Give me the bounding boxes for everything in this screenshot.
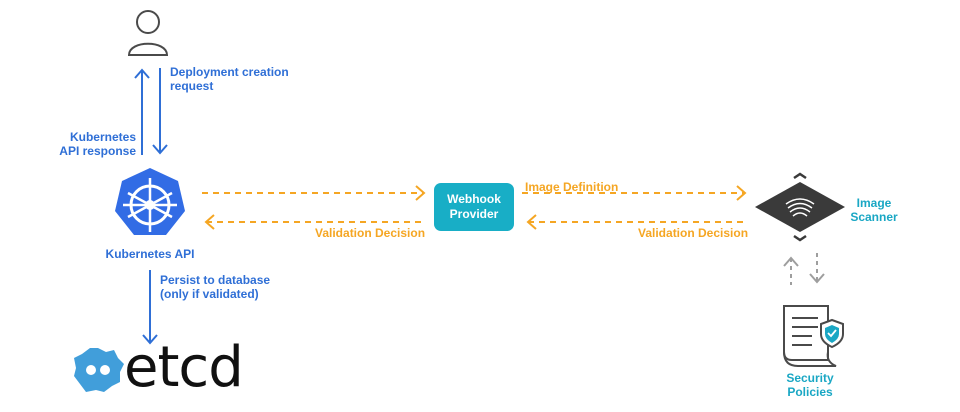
api-response-line1: Kubernetes [69, 130, 136, 144]
request-response-arrows [134, 68, 168, 155]
persist-label: Persist to database (only if validated) [160, 273, 270, 301]
validation-decision-left-label: Validation Decision [315, 226, 426, 240]
persist-line2: (only if validated) [160, 287, 259, 301]
webhook-line2: Provider [449, 207, 499, 221]
k8s-to-webhook-arrowhead [415, 185, 426, 201]
security-policies-line1: Security [786, 371, 834, 385]
user-icon [127, 10, 169, 56]
shield-check-icon [820, 318, 844, 349]
kubernetes-api-label: Kubernetes API [105, 247, 195, 261]
persist-arrow [142, 270, 158, 345]
kubernetes-helm-icon [115, 168, 185, 235]
deployment-request-label: Deployment creation request [170, 65, 289, 93]
webhook-line1: Webhook [447, 192, 501, 206]
image-definition-label: Image Definition [525, 180, 619, 194]
scanner-policy-arrows [783, 253, 825, 285]
image-scanner-line1: Image [856, 196, 892, 210]
persist-line1: Persist to database [160, 273, 271, 287]
validation-decision-right-label: Validation Decision [638, 226, 749, 240]
api-response-label: Kubernetes API response [48, 130, 136, 158]
webhook-to-scanner-arrowhead [736, 185, 747, 201]
image-scanner-label: Image Scanner [844, 196, 904, 224]
security-policies-label: Security Policies [780, 371, 840, 399]
deployment-request-line1: Deployment creation [170, 65, 289, 79]
image-scanner-line2: Scanner [850, 210, 898, 224]
scanner-to-webhook-arrowhead [526, 214, 537, 230]
image-scanner-icon [755, 172, 845, 242]
api-response-line2: API response [59, 144, 136, 158]
webhook-provider-box: Webhook Provider [434, 183, 514, 231]
etcd-logo-icon [74, 348, 124, 392]
security-policy-document-icon [783, 305, 837, 367]
etcd-wordmark: etcd [124, 335, 244, 400]
deployment-request-line2: request [170, 79, 214, 93]
webhook-to-k8s-arrowhead [204, 214, 215, 230]
security-policies-line2: Policies [787, 385, 833, 399]
